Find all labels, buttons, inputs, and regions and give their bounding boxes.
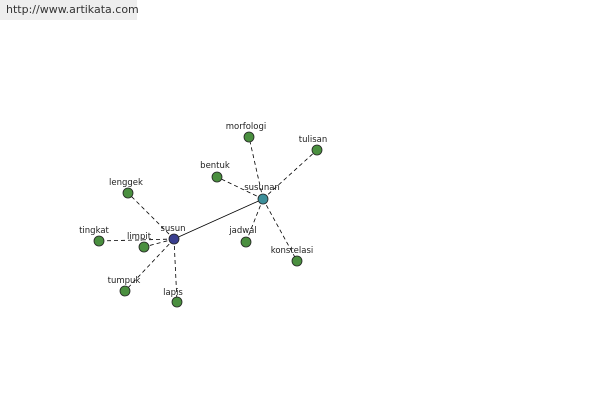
- node-circle-susun[interactable]: [168, 233, 180, 245]
- node-label-bentuk: bentuk: [200, 161, 230, 171]
- edge-susunan-konstelasi: [262, 198, 298, 262]
- nodes-layer: susun susunan morfologi tulisan bentuk jadwal…: [79, 122, 327, 308]
- node-jadwal[interactable]: jadwal: [228, 226, 257, 248]
- edge-susunan-jadwal: [245, 198, 264, 243]
- node-label-konstelasi: konstelasi: [271, 246, 314, 256]
- node-label-jadwal: jadwal: [228, 226, 257, 236]
- node-label-lapis: lapis: [163, 288, 183, 298]
- edge-susun-tingkat: [98, 238, 175, 242]
- node-label-lenggek: lenggek: [109, 178, 143, 188]
- edge-susun-susunan: [173, 198, 264, 240]
- node-circle-tumpuk[interactable]: [119, 285, 131, 297]
- node-limpit[interactable]: limpit: [127, 232, 152, 253]
- edge-susun-tumpuk: [124, 238, 175, 292]
- node-circle-jadwal[interactable]: [240, 236, 252, 248]
- node-lapis[interactable]: lapis: [163, 288, 183, 308]
- node-tulisan[interactable]: tulisan: [299, 135, 327, 156]
- site-url[interactable]: http://www.artikata.com: [0, 0, 139, 20]
- node-tumpuk[interactable]: tumpuk: [108, 276, 141, 297]
- node-circle-bentuk[interactable]: [211, 171, 223, 183]
- node-label-limpit: limpit: [127, 232, 152, 242]
- edge-susunan-bentuk: [216, 176, 264, 200]
- edge-susun-lapis: [173, 238, 178, 303]
- edges-layer: [98, 136, 318, 303]
- node-label-morfologi: morfologi: [226, 122, 267, 132]
- node-konstelasi[interactable]: konstelasi: [271, 246, 314, 267]
- node-bentuk[interactable]: bentuk: [200, 161, 230, 183]
- node-lenggek[interactable]: lenggek: [109, 178, 143, 199]
- node-circle-morfologi[interactable]: [243, 131, 255, 143]
- node-morfologi[interactable]: morfologi: [226, 122, 267, 143]
- edge-susunan-morfologi: [248, 136, 264, 200]
- node-circle-konstelasi[interactable]: [291, 255, 303, 267]
- node-label-susunan: susunan: [244, 183, 280, 193]
- node-label-tulisan: tulisan: [299, 135, 327, 145]
- node-tingkat[interactable]: tingkat: [79, 226, 110, 247]
- edge-susun-lenggek: [127, 192, 175, 240]
- node-circle-lenggek[interactable]: [122, 187, 134, 199]
- node-susunan[interactable]: susunan: [244, 183, 280, 205]
- node-circle-susunan[interactable]: [257, 193, 269, 205]
- node-circle-tulisan[interactable]: [311, 144, 323, 156]
- node-susun[interactable]: susun: [160, 224, 186, 245]
- node-circle-lapis[interactable]: [171, 296, 183, 308]
- node-label-tingkat: tingkat: [79, 226, 109, 236]
- node-label-tumpuk: tumpuk: [108, 276, 141, 286]
- node-label-susun: susun: [160, 224, 185, 234]
- node-circle-limpit[interactable]: [138, 241, 150, 253]
- edge-susun-limpit: [143, 238, 175, 248]
- edge-susunan-tulisan: [262, 149, 318, 200]
- node-circle-tingkat[interactable]: [93, 235, 105, 247]
